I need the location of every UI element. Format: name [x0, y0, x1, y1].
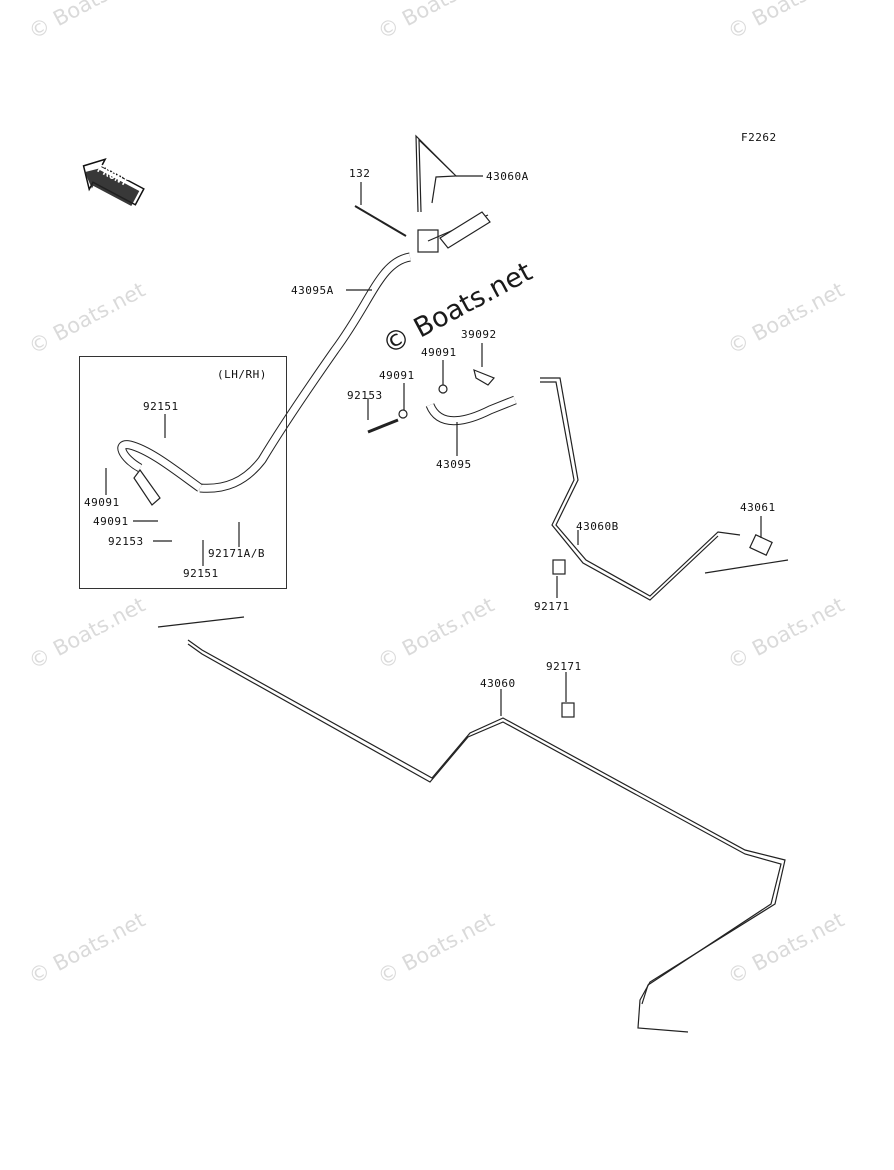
label-49091-top: 49091: [421, 346, 457, 359]
label-92153-mid: 92153: [347, 389, 383, 402]
washer-49091-mid: [398, 409, 408, 419]
bolt-132: [354, 205, 407, 237]
hose-43095-fill: [426, 396, 517, 425]
pipe-43060a-inner: [415, 134, 454, 213]
label-132: 132: [349, 167, 371, 180]
label-43095a: 43095A: [291, 284, 334, 297]
label-43060: 43060: [480, 677, 516, 690]
clamp-92171-a: [552, 559, 566, 575]
bolt-92153: [367, 418, 399, 434]
inset-banjo: [133, 468, 161, 506]
label-49091-l2: 49091: [93, 515, 129, 528]
label-43060a: 43060A: [486, 170, 529, 183]
label-39092: 39092: [461, 328, 497, 341]
fitting-43061: [749, 534, 773, 556]
clamp-92171-b: [561, 702, 575, 718]
clip-39092: [473, 369, 496, 386]
label-43061: 43061: [740, 501, 776, 514]
figure-code: F2262: [741, 131, 777, 144]
fitting-43061-line: [704, 559, 789, 574]
inset-label: (LH/RH): [217, 368, 267, 381]
pipe-43060a: [418, 138, 458, 213]
label-49091-l1: 49091: [84, 496, 120, 509]
label-92151-top: 92151: [143, 400, 179, 413]
pipe-43060-guide: [157, 616, 245, 628]
label-92171-b: 92171: [546, 660, 582, 673]
label-43060b: 43060B: [576, 520, 619, 533]
label-49091-mid: 49091: [379, 369, 415, 382]
joint-hose-upper: [439, 211, 491, 249]
label-92153-l: 92153: [108, 535, 144, 548]
pipe-43060: [187, 639, 786, 1033]
pipe-43060b: [540, 377, 741, 597]
pipe-43060-inner: [187, 643, 782, 1005]
hose-43095a-fill: [199, 253, 411, 492]
label-92171ab: 92171A/B: [208, 547, 265, 560]
label-92171-a: 92171: [534, 600, 570, 613]
washer-49091-top: [438, 384, 448, 394]
front-arrow: [82, 158, 145, 207]
inset-box: [79, 356, 287, 589]
pipe-43060b-inner: [540, 381, 719, 601]
inset-hose-fill: [118, 441, 203, 491]
label-43095: 43095: [436, 458, 472, 471]
label-92151-bot: 92151: [183, 567, 219, 580]
